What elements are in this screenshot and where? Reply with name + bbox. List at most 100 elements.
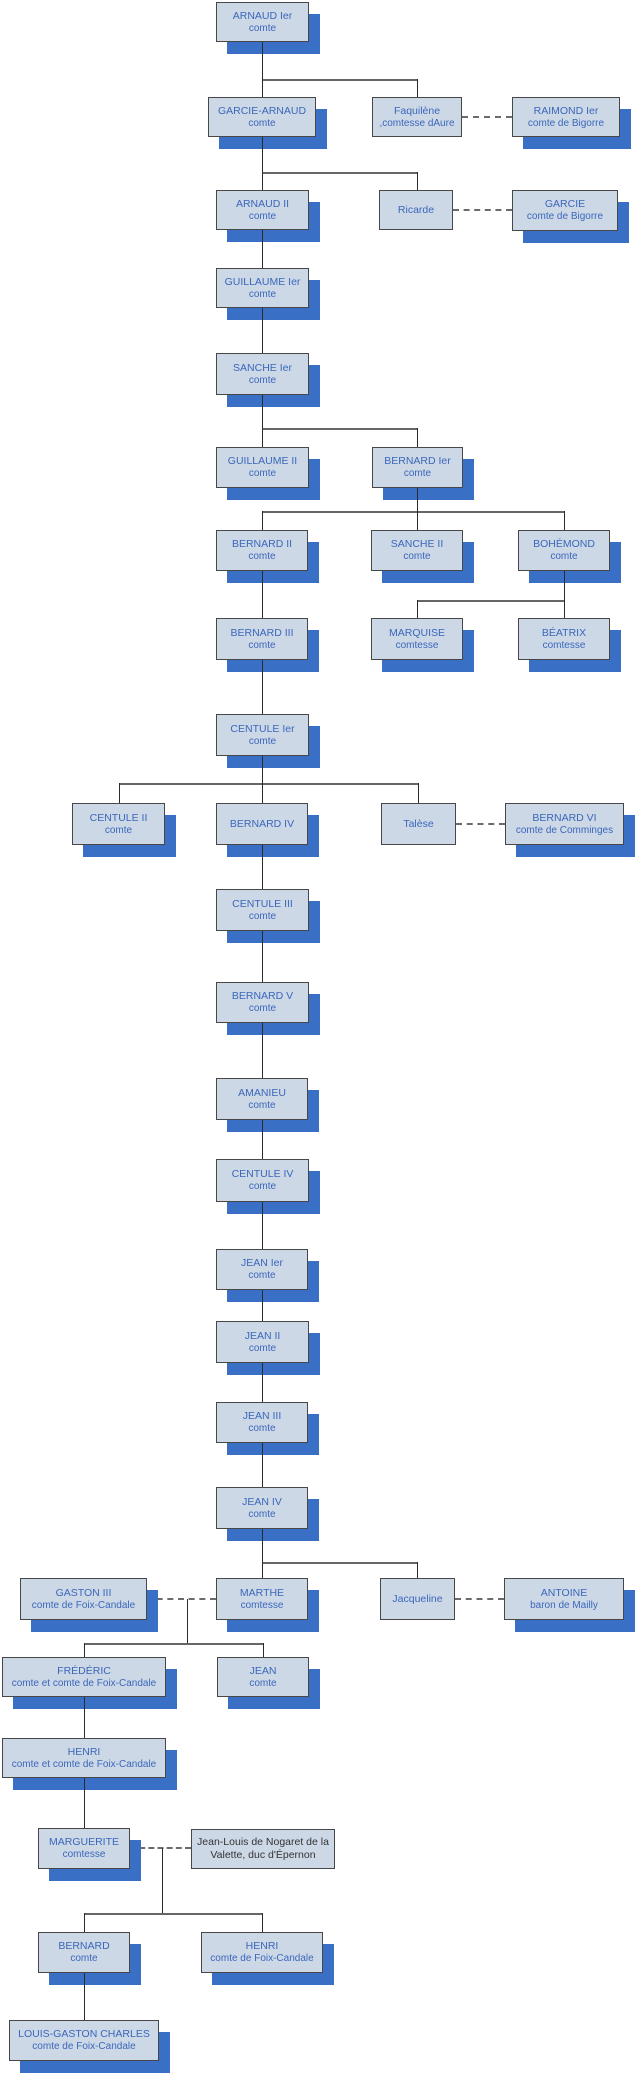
person-name: JEAN Ier	[240, 1257, 283, 1269]
connector-line	[564, 511, 565, 530]
person-title: comte	[248, 639, 276, 651]
person-name: BERNARD VI	[532, 811, 597, 824]
person-name: CENTULE II	[89, 811, 148, 824]
person-name: ANTOINE	[540, 1586, 588, 1599]
person-title: comte	[248, 1099, 276, 1111]
person-title: comte	[70, 1953, 98, 1964]
connector-line	[417, 1562, 418, 1578]
person-title: comte de Foix-Candale	[210, 1953, 314, 1964]
connector-line	[119, 783, 120, 803]
person-title: comte	[248, 1181, 277, 1192]
person-name: Faquilène	[393, 104, 441, 117]
connector-line	[262, 845, 263, 889]
tree-node: Talèse	[381, 803, 456, 845]
person-name: JEAN IV	[242, 1495, 282, 1508]
person-title: comte	[248, 910, 277, 922]
person-name: GARCIE	[544, 198, 586, 210]
connector-line	[84, 1643, 85, 1657]
person-name: CENTULE IV	[231, 1168, 294, 1180]
connector-line	[417, 600, 418, 618]
person-name: SANCHE II	[390, 538, 444, 550]
person-name: CENTULE III	[232, 897, 293, 910]
connector-line	[262, 137, 263, 190]
connector-line	[262, 756, 263, 803]
person-name: JEAN II	[244, 1329, 281, 1342]
person-title: baron de Mailly	[530, 1599, 598, 1611]
marriage-dashed-line	[456, 823, 505, 825]
person-title: comte de Bigorre	[526, 211, 604, 222]
person-title: comte de Comminges	[515, 824, 614, 836]
person-name: GUILLAUME Ier	[224, 275, 301, 288]
person-title: comte	[248, 1270, 276, 1281]
connector-line	[84, 1778, 85, 1828]
connector-line	[262, 79, 418, 81]
person-title: comte	[248, 1342, 277, 1354]
person-title: comtesse	[62, 1849, 106, 1860]
person-name: BÉATRIX	[541, 626, 587, 639]
connector-line	[262, 1363, 263, 1402]
person-name: GUILLAUME II	[227, 455, 298, 467]
connector-line	[262, 511, 565, 513]
marriage-dashed-line	[146, 1598, 216, 1600]
connector-line	[417, 79, 418, 97]
connector-line	[262, 571, 263, 618]
person-title: comtesse	[240, 1599, 284, 1611]
person-title: comtesse	[395, 639, 439, 651]
person-name: MARQUISE	[388, 626, 445, 639]
marriage-dashed-line	[462, 116, 512, 118]
person-name: GARCIE-ARNAUD	[217, 104, 307, 117]
person-name: BERNARD V	[231, 990, 294, 1002]
connector-line	[119, 783, 419, 785]
connector-line	[162, 1848, 163, 1913]
person-title: comte	[249, 1677, 277, 1689]
person-name: RAIMOND Ier	[533, 104, 599, 117]
marriage-dashed-line	[455, 1598, 504, 1600]
person-name: GASTON III	[55, 1586, 112, 1599]
connector-line	[417, 600, 565, 602]
person-name: FRÉDÉRIC	[57, 1664, 111, 1677]
person-name: ARNAUD II	[235, 197, 290, 210]
connector-line	[262, 1913, 263, 1932]
connector-line	[84, 1697, 85, 1738]
person-name: LOUIS-GASTON CHARLES	[18, 2028, 150, 2040]
connector-line	[564, 571, 565, 618]
person-title: comte	[248, 374, 277, 386]
tree-node: Ricarde	[379, 190, 453, 230]
person-name: BERNARD IV	[229, 817, 295, 830]
connector-line	[417, 172, 418, 190]
connector-line	[417, 488, 418, 530]
person-name: HENRI	[67, 1745, 101, 1758]
connector-line	[262, 428, 418, 430]
person-title: comte et comte de Foix-Candale	[11, 1677, 157, 1689]
person-name: JEAN	[249, 1664, 277, 1677]
person-title: comte	[248, 1423, 276, 1434]
person-name: SANCHE Ier	[233, 361, 292, 374]
connector-line	[263, 1643, 264, 1657]
person-name: BERNARD II	[231, 538, 293, 550]
person-name: Talèse	[403, 817, 434, 830]
person-title: comte	[550, 551, 578, 562]
person-title: comte	[248, 1003, 277, 1014]
connector-line	[84, 1973, 85, 2020]
connector-line	[262, 42, 263, 97]
